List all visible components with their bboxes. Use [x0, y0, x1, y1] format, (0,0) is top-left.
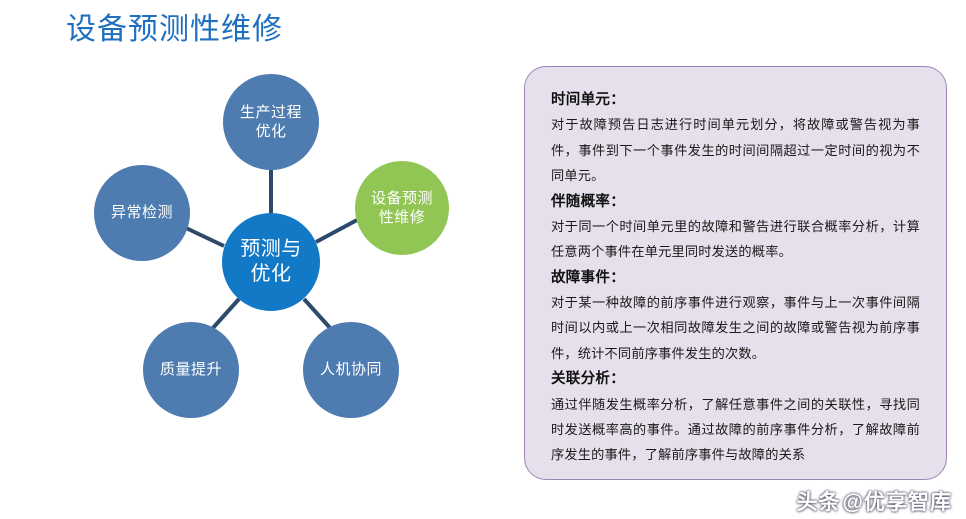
section-heading-concurrent-probability: 伴随概率： — [551, 193, 625, 210]
spoke-lines — [185, 170, 358, 331]
info-panel: 时间单元： 对于故障预告日志进行时间单元划分，将故障或警告视为事件，事件到下一个… — [524, 66, 947, 480]
diagram-node-human-machine-collaboration[interactable]: 人机协同 — [303, 322, 399, 418]
diagram-node-quality-improvement[interactable]: 质量提升 — [143, 322, 239, 418]
section-body-concurrent-probability: 对于同一个时间单元里的故障和警告进行联合概率分析，计算任意两个事件在单元里同时发… — [551, 218, 920, 260]
diagram-node-label: 异常检测 — [110, 204, 173, 222]
section-body-correlation-analysis: 通过伴随发生概率分析，了解任意事件之间的关联性，寻找同时发送概率高的事件。通过故… — [551, 396, 920, 463]
section-heading-fault-event: 故障事件： — [551, 269, 625, 286]
diagram-node-label: 人机协同 — [319, 361, 382, 379]
diagram-node-production-process[interactable]: 生产过程优化 — [223, 74, 319, 170]
diagram-hub-node[interactable]: 预测与优化 — [222, 213, 320, 311]
watermark-handle: @优享智库 — [842, 491, 952, 514]
section-body-time-unit: 对于故障预告日志进行时间单元划分，将故障或警告视为事件，事件到下一个事件发生的时… — [551, 117, 920, 184]
watermark-source: 头条 — [796, 491, 841, 514]
diagram-hub-label: 预测与优化 — [240, 238, 302, 285]
diagram-node-predictive-maintenance[interactable]: 设备预测性维修 — [355, 161, 449, 255]
diagram-node-label: 设备预测性维修 — [370, 189, 433, 226]
section-heading-correlation-analysis: 关联分析： — [551, 371, 625, 388]
watermark: 头条 @优享智库 — [797, 486, 952, 516]
hub-and-spoke-diagram: 生产过程优化 设备预测性维修 异常检测 质量提升 人机协同 预测与优化 — [0, 48, 500, 448]
section-body-fault-event: 对于某一种故障的前序事件进行观察，事件与上一次事件间隔时间以内或上一次相同故障发… — [551, 295, 920, 361]
diagram-node-anomaly-detection[interactable]: 异常检测 — [94, 165, 190, 261]
page-title: 设备预测性维修 — [66, 13, 283, 46]
diagram-node-label: 质量提升 — [159, 361, 222, 379]
diagram-node-label: 生产过程优化 — [239, 103, 302, 140]
section-heading-time-unit: 时间单元： — [551, 92, 625, 108]
